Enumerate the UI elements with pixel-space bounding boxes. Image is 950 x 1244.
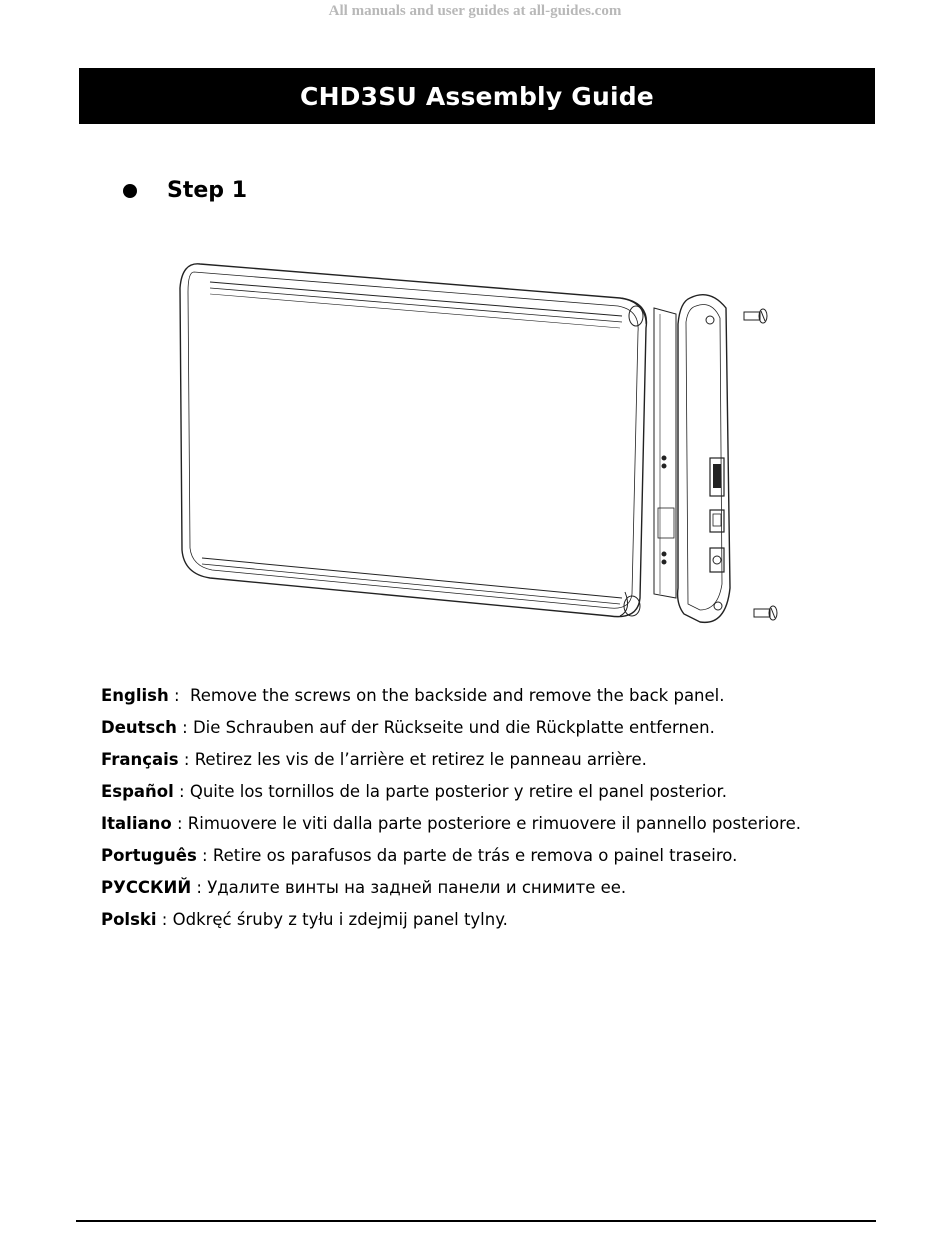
separator: : [178,750,195,769]
screw-top [743,308,768,324]
separator: : [176,718,193,737]
separator: : [168,686,191,705]
screw-bottom [753,605,778,621]
instruction-line: Deutsch : Die Schrauben auf der Rückseit… [101,712,901,744]
dc-jack [709,547,725,573]
instruction-line: Polski : Odkręć śruby z tyłu i zdejmij p… [101,904,901,936]
instructions-list: English : Remove the screws on the backs… [101,680,901,936]
language-label: English [101,686,169,705]
page-title-bar: CHD3SU Assembly Guide [79,68,875,124]
instruction-text: Die Schrauben auf der Rückseite und die … [192,718,715,737]
separator: : [191,878,208,897]
page-title: CHD3SU Assembly Guide [300,81,654,111]
language-label: Français [101,750,179,769]
enclosure-body [179,263,648,618]
enclosure-exploded-diagram-icon [179,263,778,624]
step-label: Step 1 [167,178,247,203]
instruction-text: Retirez les vis de l’arrière et retirez … [194,750,647,769]
separator: : [171,814,188,833]
instruction-line: Français : Retirez les vis de l’arrière … [101,744,901,776]
instruction-text: Remove the screws on the backside and re… [190,686,725,705]
separator: : [196,846,213,865]
language-label: РУССКИЙ [101,878,192,897]
separator: : [156,910,173,929]
bullet-icon [123,183,137,198]
instruction-line: Português : Retire os parafusos da parte… [101,840,901,872]
language-label: Italiano [101,814,172,833]
usb-port [709,509,725,533]
circuit-board [653,307,677,599]
instruction-text: Rimuovere le viti dalla parte posteriore… [187,814,801,833]
instruction-text: Retire os parafusos da parte de trás e r… [212,846,738,865]
instruction-text: Quite los tornillos de la parte posterio… [189,782,728,801]
instruction-line: РУССКИЙ : Удалите винты на задней панели… [101,872,901,904]
footer-divider [76,1220,876,1222]
language-label: Polski [101,910,157,929]
instruction-line: Español : Quite los tornillos de la part… [101,776,901,808]
power-switch [709,457,725,497]
language-label: Português [101,846,197,865]
step-heading: Step 1 [123,178,247,203]
instruction-text: Odkręć śruby z tyłu i zdejmij panel tyln… [172,910,508,929]
language-label: Español [101,782,174,801]
separator: : [173,782,190,801]
language-label: Deutsch [101,718,177,737]
instruction-text: Удалите винты на задней панели и снимите… [207,878,627,897]
watermark: All manuals and user guides at all-guide… [328,3,622,19]
back-panel [676,294,731,624]
instruction-line: Italiano : Rimuovere le viti dalla parte… [101,808,901,840]
instruction-line: English : Remove the screws on the backs… [101,680,901,712]
